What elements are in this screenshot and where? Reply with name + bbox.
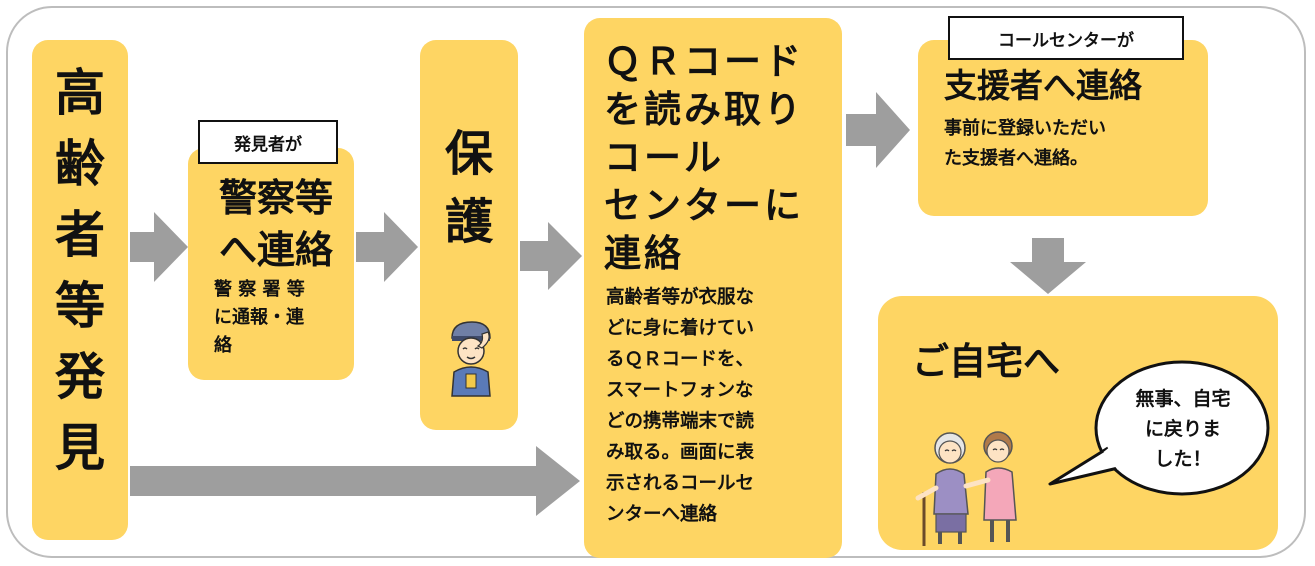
step-contact-police-title: 警察等 へ連絡 (218, 176, 333, 272)
elderly-and-caregiver-icon (915, 431, 1017, 546)
speech-bubble-text: 無事、自宅 に戻りま した！ (1135, 388, 1231, 470)
step-contact-police-body: 警 察 署 等 に通報・連 絡 (214, 279, 305, 356)
step-contact-police-box (188, 148, 354, 380)
step-contact-supporter-box (918, 40, 1208, 216)
step-qr-scan-body: 高齢者等が衣服な どに身に着けてい るＱＲコードを、 スマートフォンな どの携帯… (606, 287, 755, 525)
arrow-discovery-to-qr (130, 446, 580, 516)
step-qr-scan-box (584, 18, 842, 558)
arrow-supporter-to-home (1010, 238, 1086, 294)
step-home-title: ご自宅へ (912, 340, 1060, 383)
arrow-discovery-to-police (130, 212, 188, 282)
step-contact-supporter-title: 支援者へ連絡 (944, 66, 1142, 105)
arrow-qr-to-supporter (846, 92, 910, 168)
finder-tag: 発見者が (198, 120, 338, 164)
step-discovery-title: 高 齢 者 等 発 見 (55, 64, 105, 477)
step-protection-box (420, 40, 518, 430)
arrow-protection-to-qr (520, 222, 582, 290)
step-discovery-box (32, 40, 128, 540)
arrow-police-to-protection (356, 212, 418, 282)
speech-bubble-shape (1048, 360, 1270, 496)
call-center-tag: コールセンターが (948, 16, 1184, 60)
step-contact-supporter-body: 事前に登録いただい た支援者へ連絡。 (944, 118, 1106, 169)
police-officer-icon (451, 321, 491, 397)
step-protection-title: 保 護 (444, 126, 493, 250)
step-qr-scan-title: ＱＲコード を読み取り コール センターに 連絡 (604, 40, 804, 275)
